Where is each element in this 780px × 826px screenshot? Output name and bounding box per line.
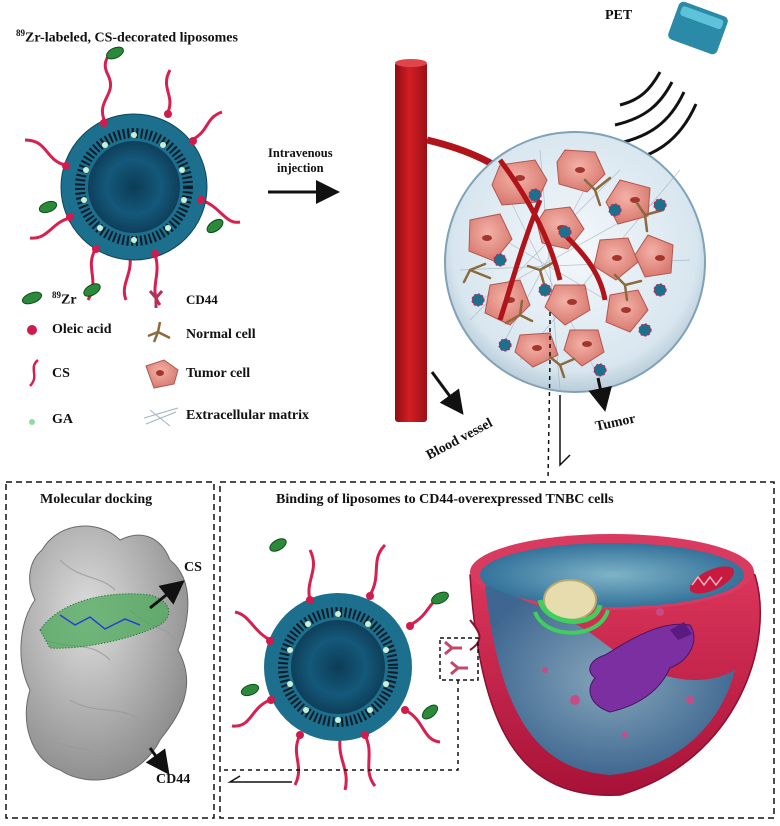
panel-left-frame [5, 481, 215, 819]
docking-return-arrow [227, 775, 292, 783]
panel-left-title: Molecular docking [40, 492, 153, 507]
legend-item-cd44: CD44 [186, 292, 218, 307]
binding-site-box [439, 637, 479, 681]
panel-right-frame [219, 481, 775, 819]
cd44-protein-surface [20, 525, 189, 781]
legend-item-cs: CS [52, 366, 70, 381]
docked-ligand-mesh [40, 593, 169, 649]
docking-cs-label: CS [184, 560, 202, 575]
ga-icon [29, 419, 35, 425]
injection-label: Intravenous injection [268, 146, 333, 175]
liposome-bottom [231, 538, 449, 791]
endoplasmic-reticulum [589, 622, 695, 713]
extracellular-matrix-icon [143, 407, 179, 427]
panel-right-title: Binding of liposomes to CD44-overexpress… [276, 492, 614, 507]
oleic-acid-icon [27, 325, 37, 335]
zr89-markers-top [38, 46, 224, 297]
ga-dots-top [81, 132, 187, 243]
docking-connector [220, 680, 459, 771]
mitochondrion [689, 566, 735, 594]
cd44-icon [148, 290, 164, 308]
legend-item-tumor-cell: Tumor cell [186, 366, 251, 381]
pet-label: PET [605, 8, 633, 23]
legend-item-normal-cell: Normal cell [186, 327, 256, 342]
oleic-dots-top [62, 110, 205, 258]
normal-cell-icon [147, 321, 171, 343]
cd44-receptors [444, 640, 468, 676]
legend-item-zr89: 89Zr [52, 290, 77, 308]
lipid-bilayer [75, 128, 193, 246]
cs-chain-icon [29, 359, 39, 387]
golgi-nucleus [533, 579, 610, 635]
liposome-core [88, 141, 180, 233]
pet-detector [604, 1, 728, 167]
tumor-liposomes [471, 188, 667, 377]
tnbc-cell-cutaway [469, 534, 762, 796]
tumor-sphere [444, 131, 706, 393]
zoom-connector [547, 312, 551, 481]
tumor-arrow [588, 377, 612, 412]
figure-title: 89Zr-labeled, CS-decorated liposomes [16, 28, 238, 46]
vesicles [542, 608, 694, 738]
zr89-icon [21, 291, 43, 305]
zoom-arrow [559, 395, 571, 467]
docking-cd44-label: CD44 [156, 772, 191, 787]
legend-item-extracellular-matrix: Extracellular matrix [186, 408, 309, 423]
legend-item-oleic-acid: Oleic acid [52, 322, 112, 337]
blood-vessel-arrow [430, 371, 464, 415]
tumor-nuclei [482, 167, 665, 351]
legend-item-ga: GA [52, 412, 73, 427]
cd44-docking-arrow [145, 747, 170, 775]
cs-docking-arrow [149, 580, 185, 610]
liposome-top [24, 46, 241, 306]
legend-icons [21, 290, 179, 427]
